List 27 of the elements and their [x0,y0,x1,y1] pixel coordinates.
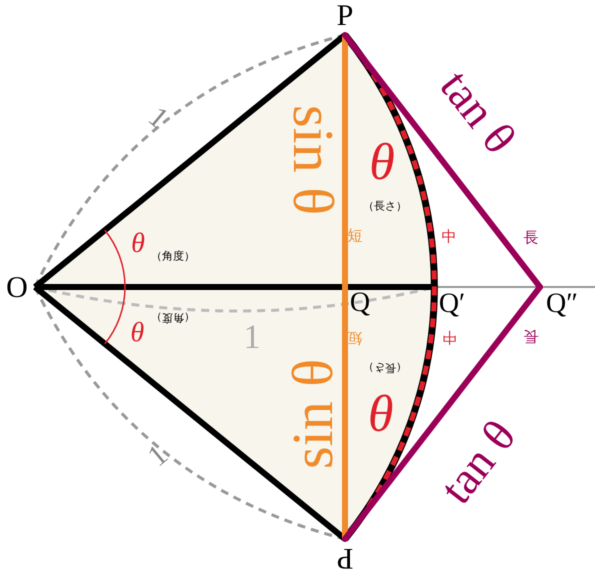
comparison-mark: 長 [524,328,538,344]
function-label: tan θ [432,62,524,162]
annotation: （角度） [151,250,195,262]
angle-symbol: θ [369,385,395,437]
point-label: O [6,273,28,303]
annotation: （長さ） [363,200,407,212]
point-label: Q″ [546,290,578,318]
comparison-mark: 中 [442,230,456,244]
function-label: sin θ [284,105,342,215]
comparison-mark: 長 [524,230,538,246]
angle-symbol: θ [131,230,145,258]
length-label: 1 [244,321,260,355]
comparison-mark: 中 [442,330,456,344]
point-label: Q [350,289,370,317]
length-label: 1 [142,102,174,134]
function-label: sin θ [284,359,342,469]
length-label: 1 [142,440,174,472]
comparison-mark: 短 [348,228,362,244]
point-label: P [336,1,354,31]
angle-symbol: θ [131,316,145,344]
point-label: P [336,543,354,571]
point-label: Q′ [438,290,466,318]
annotation: （長さ） [363,362,407,374]
angle-symbol: θ [369,137,395,189]
annotation: （角度） [151,312,195,324]
function-label: tan θ [432,412,524,512]
comparison-mark: 短 [348,330,362,346]
